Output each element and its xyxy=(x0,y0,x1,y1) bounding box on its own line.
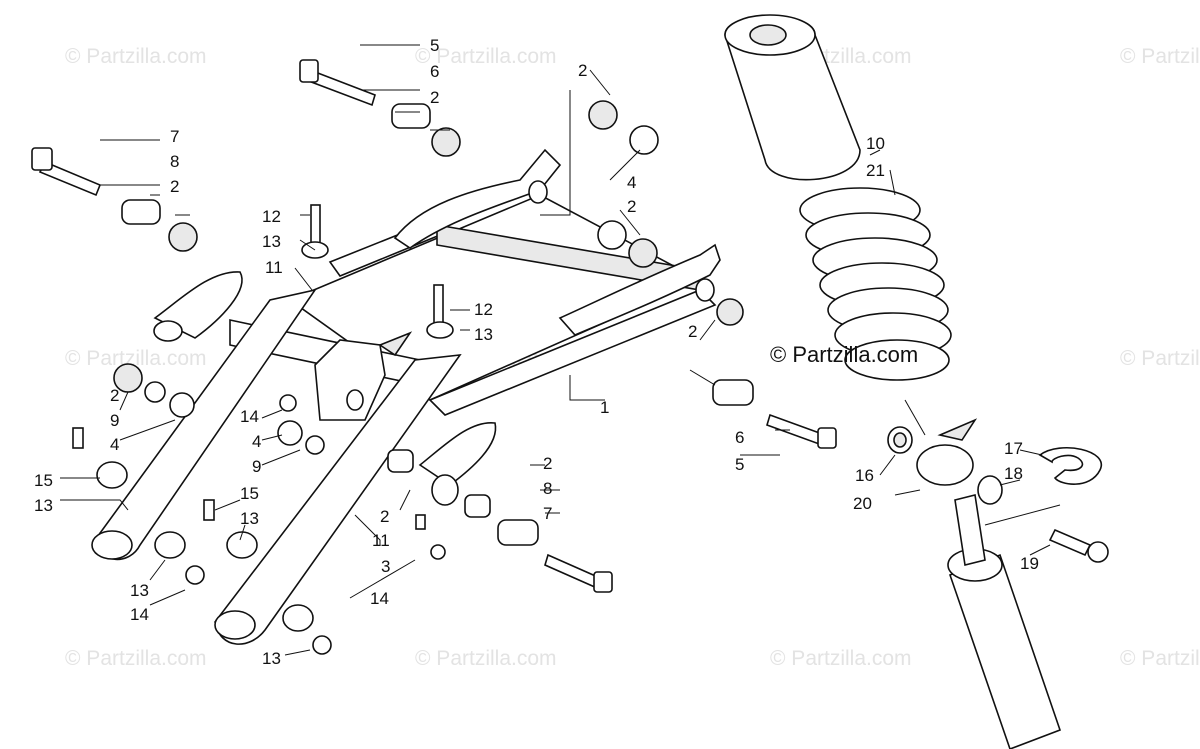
link-arm-left xyxy=(91,288,317,561)
callout-label: 2 xyxy=(380,507,389,526)
callout-label: 17 xyxy=(1004,439,1023,458)
watermark: © Partzilla.com xyxy=(65,647,207,670)
callout-label: 2 xyxy=(543,454,552,473)
shock-absorber xyxy=(887,426,1109,749)
watermark: © Partzilla.com xyxy=(770,647,912,670)
callout-label: 9 xyxy=(110,411,119,430)
callout-label: 15 xyxy=(240,484,259,503)
callout-label: 13 xyxy=(240,509,259,528)
watermark: © Partzilla.com xyxy=(65,45,207,68)
callout-label: 4 xyxy=(110,435,119,454)
callout-label: 11 xyxy=(265,258,283,277)
callout-label: 5 xyxy=(430,36,439,55)
rear-arm-frame xyxy=(153,148,721,506)
callout-label: 2 xyxy=(170,177,179,196)
callout-label: 5 xyxy=(735,455,744,474)
callout-label: 3 xyxy=(381,557,390,576)
callout-label: 8 xyxy=(543,479,552,498)
callout-label: 21 xyxy=(866,161,885,180)
callout-label: 2 xyxy=(578,61,587,80)
callout-label: 14 xyxy=(240,407,259,426)
callout-label: 4 xyxy=(627,173,636,192)
spring-boot xyxy=(724,14,861,181)
callout-label: 13 xyxy=(474,325,493,344)
callout-label: 2 xyxy=(430,88,439,107)
watermark: © Partzilla.com xyxy=(1120,45,1200,68)
callout-label: 20 xyxy=(853,494,872,513)
watermarks: © Partzilla.com © Partzilla.com © Partzi… xyxy=(65,45,1200,670)
callout-label: 8 xyxy=(170,152,179,171)
callout-numbers: 1 2 2 2 2 2 2 2 2 3 4 4 4 5 5 6 6 7 7 8 … xyxy=(34,36,1039,668)
callout-label: 6 xyxy=(430,62,439,81)
coil-spring xyxy=(799,187,952,381)
callout-label: 1 xyxy=(600,398,609,417)
watermark: © Partzilla.com xyxy=(65,347,207,370)
callout-label: 12 xyxy=(474,300,493,319)
callout-label: 10 xyxy=(866,134,885,153)
callout-label: 6 xyxy=(735,428,744,447)
watermark: © Partzilla.com xyxy=(415,45,557,68)
callout-label: 19 xyxy=(1020,554,1039,573)
callout-label: 2 xyxy=(688,322,697,341)
watermark: © Partzilla.com xyxy=(1120,347,1200,370)
callout-label: 2 xyxy=(110,386,119,405)
brand-watermark: © Partzilla.com xyxy=(770,342,918,367)
callout-label: 13 xyxy=(262,649,281,668)
callout-label: 14 xyxy=(370,589,389,608)
callout-label: 18 xyxy=(1004,464,1023,483)
callout-label: 9 xyxy=(252,457,261,476)
watermark: © Partzilla.com xyxy=(1120,647,1200,670)
watermark: © Partzilla.com xyxy=(415,647,557,670)
callout-label: 13 xyxy=(262,232,281,251)
callout-label: 11 xyxy=(372,531,390,550)
callout-label: 2 xyxy=(627,197,636,216)
leader-lines xyxy=(60,44,1061,656)
callout-label: 7 xyxy=(170,127,179,146)
callout-label: 15 xyxy=(34,471,53,490)
callout-label: 13 xyxy=(34,496,53,515)
callout-label: 16 xyxy=(855,466,874,485)
link-arm-right xyxy=(214,354,462,645)
callout-label: 12 xyxy=(262,207,281,226)
callout-label: 7 xyxy=(543,504,552,523)
callout-label: 14 xyxy=(130,605,149,624)
callout-label: 4 xyxy=(252,432,261,451)
callout-label: 13 xyxy=(130,581,149,600)
